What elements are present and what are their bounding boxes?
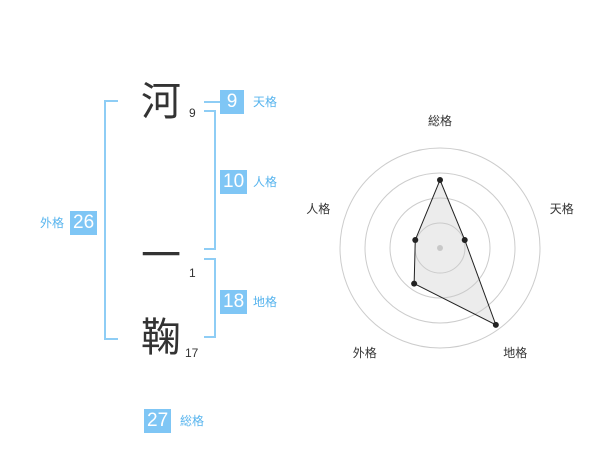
soukaku-label: 総格: [180, 414, 205, 428]
stroke-count-2: 1: [189, 266, 196, 280]
radar-axis-label: 総格: [428, 114, 453, 128]
soukaku-value: 27: [144, 409, 172, 433]
radar-point-3: [492, 321, 499, 328]
jinkaku-bracket: [204, 110, 216, 250]
radar-point-1: [437, 177, 443, 183]
radar-axis-label: 天格: [549, 202, 574, 217]
radar-axis-label: 地格: [503, 345, 528, 360]
name-char-3: 鞠: [141, 315, 181, 361]
radar-axis-label: 人格: [306, 202, 331, 217]
stroke-count-1: 9: [189, 106, 196, 120]
chikaku-bracket: [204, 258, 216, 338]
radar-point-4: [411, 280, 418, 287]
jinkaku-value: 10: [220, 170, 248, 194]
chikaku-label: 地格: [253, 295, 278, 309]
gaikaku-value: 26: [70, 211, 98, 235]
radar-ring: [389, 197, 491, 299]
name-char-2: 一: [141, 233, 181, 279]
tenkaku-label: 天格: [253, 95, 278, 109]
tenkaku-value: 9: [220, 90, 244, 114]
radar-point-2: [461, 236, 468, 243]
chikaku-value: 18: [220, 290, 248, 314]
gaikaku-bracket: [104, 100, 118, 340]
gaikaku-label: 外格: [40, 216, 65, 230]
tenkaku-connector: [204, 101, 220, 103]
jinkaku-label: 人格: [253, 175, 278, 189]
radar-axis-label: 外格: [352, 345, 377, 360]
radar-ring: [364, 172, 516, 324]
radar-area: [413, 178, 497, 326]
radar-center: [437, 245, 443, 251]
radar-point-5: [412, 236, 419, 243]
radar-ring: [339, 147, 541, 349]
stroke-count-3: 17: [185, 346, 199, 360]
name-char-1: 河: [141, 79, 181, 125]
